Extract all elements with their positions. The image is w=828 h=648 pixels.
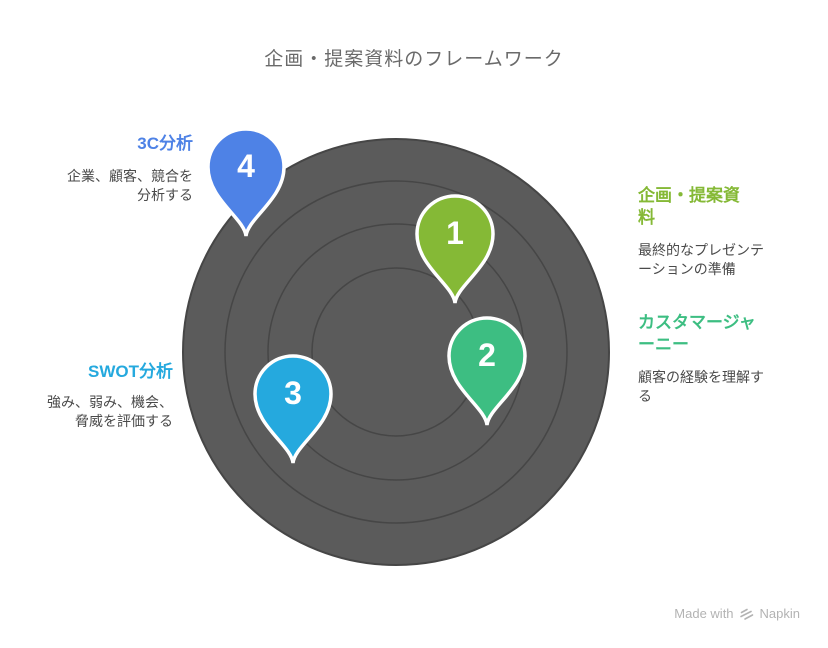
outer-circle	[182, 138, 610, 566]
map-pin-icon	[415, 194, 495, 304]
pin-number: 1	[446, 215, 464, 251]
made-with-text: Made with	[674, 606, 734, 621]
pin-2: 2	[443, 310, 531, 428]
step-label: SWOT分析	[88, 362, 173, 381]
made-with-napkin[interactable]: Made with Napkin	[674, 606, 800, 621]
page-title: 企画・提案資料のフレームワーク	[264, 49, 564, 70]
map-pin-icon	[206, 127, 286, 237]
pin-number: 3	[284, 375, 302, 411]
map-pin-icon	[447, 316, 527, 426]
step-3-label-block: SWOT分析 強み、弱み、機会、 脅威を評価する	[3, 361, 173, 431]
step-label: カスタマージャ ーニー	[638, 313, 756, 354]
step-description: 顧客の経験を理解す る	[638, 369, 764, 404]
ring-2	[224, 180, 568, 524]
brand-text: Napkin	[759, 606, 800, 621]
pin-3: 3	[249, 348, 337, 466]
step-4-label-block: 3C分析 企業、顧客、競合を 分析する	[13, 133, 193, 205]
pin-number: 4	[237, 148, 255, 184]
step-description: 企業、顧客、競合を 分析する	[67, 168, 193, 203]
step-label: 3C分析	[137, 134, 193, 153]
step-1-label-block: 企画・提案資 料 最終的なプレゼンテ ーションの準備	[638, 185, 788, 279]
step-description: 強み、弱み、機会、 脅威を評価する	[47, 394, 173, 429]
step-label: 企画・提案資 料	[638, 186, 740, 227]
map-pin-icon	[253, 354, 333, 464]
napkin-logo-icon	[739, 608, 753, 620]
step-description: 最終的なプレゼンテ ーションの準備	[638, 242, 764, 277]
pin-4: 4	[202, 121, 290, 239]
pin-1: 1	[411, 188, 499, 306]
step-2-label-block: カスタマージャ ーニー 顧客の経験を理解す る	[638, 312, 788, 406]
pin-number: 2	[478, 337, 496, 373]
